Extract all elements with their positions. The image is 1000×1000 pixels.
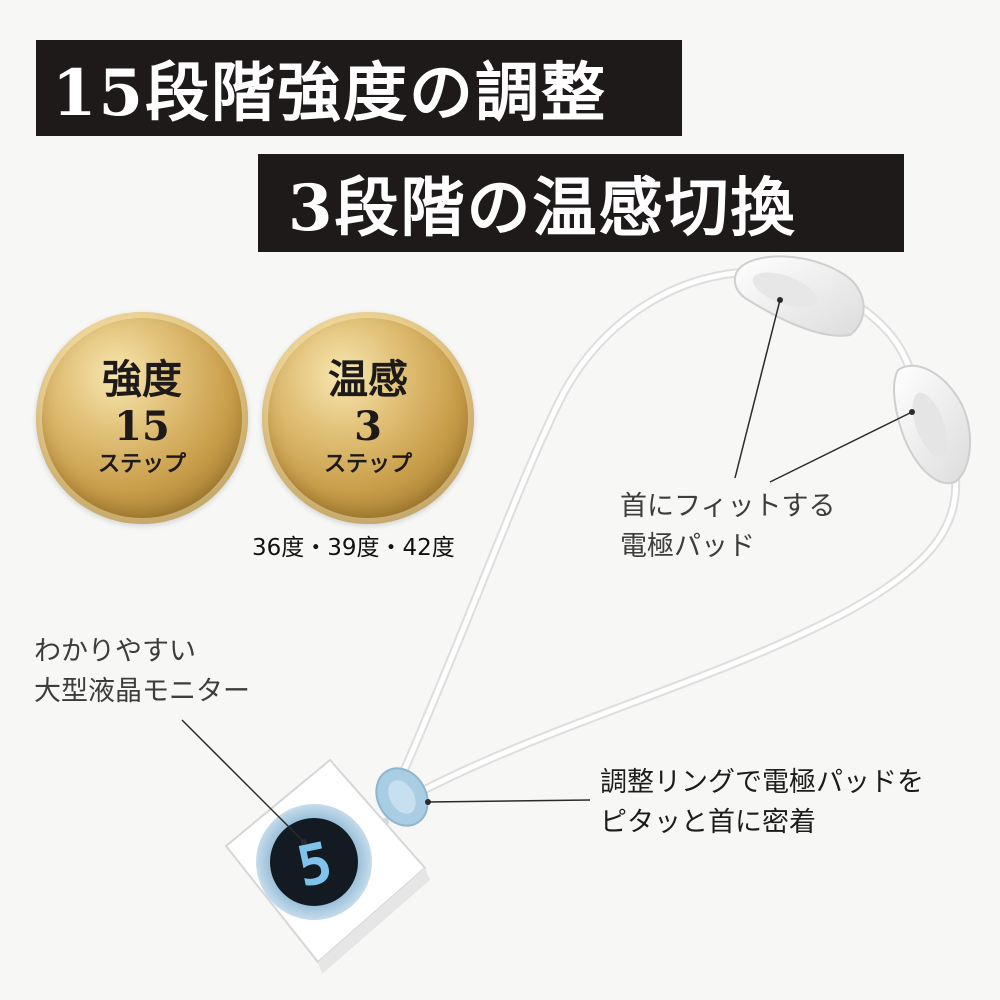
intensity-badge-value: 15 [114,403,170,450]
leader-monitor [181,719,305,843]
callout-ring-line1: 調整リングで電極パッドを [600,767,924,798]
heat-badge-label: 温感 [328,356,408,403]
adjustment-ring [375,767,429,827]
cable [341,267,961,849]
leader-pad-lower [769,411,913,483]
callout-lcd-monitor: わかりやすい 大型液晶モニター [34,632,250,712]
leader-pad-upper [734,299,781,479]
callout-monitor-line1: わかりやすい [34,636,196,667]
callout-monitor-line2: 大型液晶モニター [34,676,250,707]
temperature-levels: 36度・39度・42度 [252,535,455,561]
callout-pad-line2: 電極パッド [620,531,755,562]
intensity-badge: 強度 15 ステップ [36,312,248,524]
heat-badge-unit: ステップ [323,452,412,477]
controller-unit: 5 [224,758,430,974]
leader-ring [427,799,591,803]
lcd-display [270,818,358,906]
headline-intensity: 15段階強度の調整 [36,40,682,136]
callout-ring-line2: ピタッと首に密着 [600,807,816,838]
headline-intensity-text: 15段階強度の調整 [52,56,608,131]
callout-pad-line1: 首にフィットする [620,491,836,522]
electrode-pad-upper [733,255,865,337]
electrode-pad-lower [893,364,972,485]
headline-heat: 3段階の温感切換 [258,154,904,252]
callout-electrode-pad: 首にフィットする 電極パッド [620,487,835,567]
callout-adjustment-ring: 調整リングで電極パッドを ピタッと首に密着 [600,763,924,843]
headline-heat-text: 3段階の温感切換 [288,171,797,246]
heat-badge-value: 3 [354,403,382,450]
intensity-badge-label: 強度 [102,356,182,403]
leader-lines [181,299,913,843]
heat-badge: 温感 3 ステップ [262,312,474,524]
intensity-badge-unit: ステップ [97,452,186,477]
